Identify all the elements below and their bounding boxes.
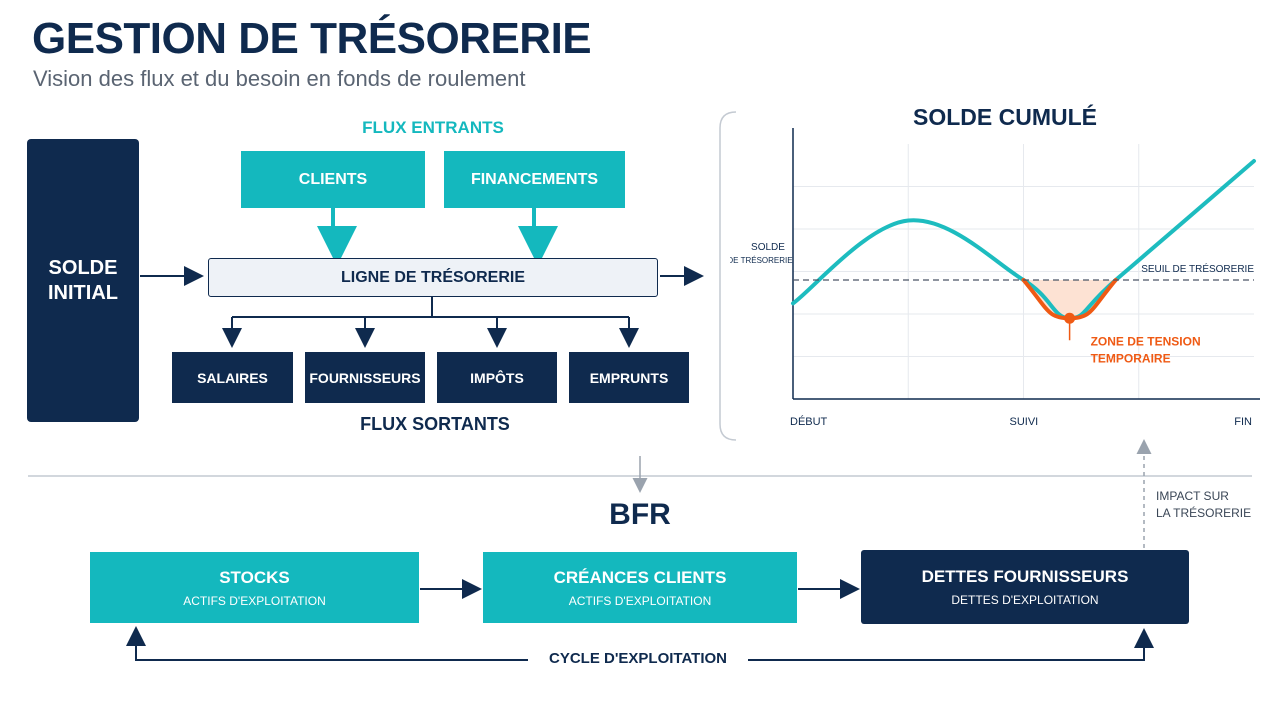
y-axis-label-line1: SOLDE xyxy=(751,242,785,253)
threshold-label: SEUIL DE TRÉSORERIE xyxy=(1141,262,1254,275)
x-tick-label: SUIVI xyxy=(1010,416,1039,428)
x-tick-label: DÉBUT xyxy=(790,415,828,428)
y-axis-label-line2: DE TRÉSORERIE xyxy=(730,256,793,265)
initial-balance-box: SOLDE INITIAL xyxy=(27,139,139,422)
stocks-subtitle: ACTIFS D'EXPLOITATION xyxy=(183,593,326,608)
series-line xyxy=(791,159,1256,321)
receivables-box: CRÉANCES CLIENTS ACTIFS D'EXPLOITATION xyxy=(483,552,797,623)
receivables-subtitle: ACTIFS D'EXPLOITATION xyxy=(568,593,712,608)
receivables-title: CRÉANCES CLIENTS xyxy=(553,567,727,587)
cycle-label: CYCLE D'EXPLOITATION xyxy=(528,650,748,667)
impact-label-line2: LA TRÉSORERIE xyxy=(1156,506,1252,520)
inflow-financements-box: FINANCEMENTS xyxy=(444,151,625,208)
inflows-label: FLUX ENTRANTS xyxy=(362,118,504,137)
impact-label-line1: IMPACT SUR xyxy=(1156,489,1229,503)
stocks-box: STOCKS ACTIFS D'EXPLOITATION xyxy=(90,552,419,623)
x-tick-label: FIN xyxy=(1234,416,1252,428)
payables-title: DETTES FOURNISSEURS xyxy=(921,567,1129,586)
chart-title: SOLDE CUMULÉ xyxy=(913,104,1097,130)
page-title: GESTION DE TRÉSORERIE xyxy=(32,14,592,63)
payables-box: DETTES FOURNISSEURS DETTES D'EXPLOITATIO… xyxy=(861,550,1189,624)
tension-point xyxy=(1064,312,1076,324)
inflow-clients-box: CLIENTS xyxy=(241,151,425,208)
outflow-fournisseurs-box: FOURNISSEURS xyxy=(305,352,425,403)
cumulative-balance-chart: SOLDE DE TRÉSORERIE SEUIL DE TRÉSORERIE … xyxy=(730,128,1260,428)
page-subtitle: Vision des flux et du besoin en fonds de… xyxy=(33,66,526,91)
stocks-title: STOCKS xyxy=(219,567,290,587)
chart-grid xyxy=(793,144,1254,399)
outflows-label: FLUX SORTANTS xyxy=(360,414,510,434)
payables-subtitle: DETTES D'EXPLOITATION xyxy=(951,593,1099,607)
treasury-line-box: LIGNE DE TRÉSORERIE xyxy=(208,258,658,297)
outflow-impots-box: IMPÔTS xyxy=(437,352,557,403)
tension-label-line2: TEMPORAIRE xyxy=(1091,351,1171,365)
outflow-salaires-box: SALAIRES xyxy=(172,352,293,403)
bfr-title: BFR xyxy=(609,498,671,531)
initial-balance-label: SOLDE INITIAL xyxy=(48,256,118,304)
tension-label-line1: ZONE DE TENSION xyxy=(1091,334,1201,348)
impact-label: IMPACT SUR LA TRÉSORERIE xyxy=(1156,488,1251,522)
outflow-emprunts-box: EMPRUNTS xyxy=(569,352,689,403)
